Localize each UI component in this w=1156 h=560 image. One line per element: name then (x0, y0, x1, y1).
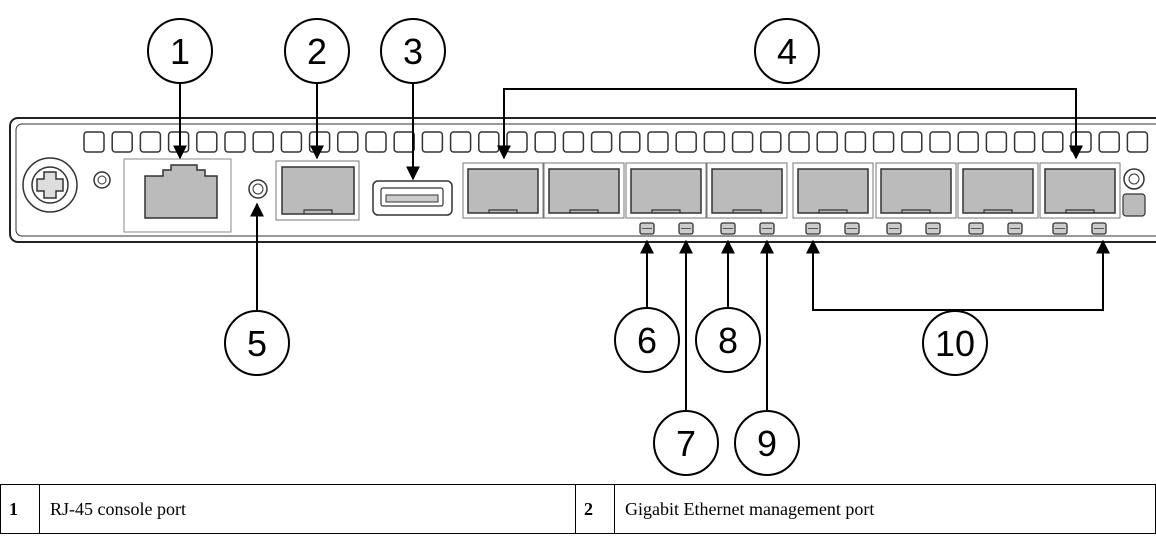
sfp-port (1039, 162, 1121, 219)
sfp-port (875, 162, 957, 219)
usb-port (372, 180, 453, 216)
vent-slot (957, 131, 979, 153)
svg-text:6: 6 (637, 320, 657, 361)
callout-2: 2 (284, 18, 350, 84)
vent-slot (872, 131, 895, 153)
indicator-circle (93, 171, 111, 189)
svg-text:8: 8 (718, 320, 738, 361)
vent-slot (280, 131, 303, 153)
vent-slot (619, 131, 641, 153)
callout-1: 1 (147, 18, 213, 84)
sfp-port (792, 162, 874, 219)
vent-slot (196, 131, 218, 153)
vent-slot (167, 131, 190, 153)
vent-slot (647, 131, 669, 153)
legend-text-1: RJ-45 console port (39, 484, 576, 534)
vent-slot (731, 131, 754, 153)
sfp-port (462, 162, 544, 219)
mounting-screw-icon (22, 157, 78, 213)
callout-3: 3 (380, 18, 446, 84)
vent-slot (337, 131, 359, 153)
vent-slot (506, 131, 528, 153)
callout-7: 7 (653, 410, 719, 476)
vent-slot (1013, 131, 1036, 153)
legend-text-2: Gigabit Ethernet management port (614, 484, 1156, 534)
vent-slot (703, 131, 726, 153)
vent-slot (760, 131, 782, 153)
legend-number-2: 2 (575, 484, 615, 534)
vent-slot (365, 131, 387, 153)
sfp-port (706, 162, 788, 219)
svg-text:9: 9 (757, 423, 777, 464)
legend-number-1: 1 (0, 484, 40, 534)
sfp-ports (462, 162, 1121, 219)
vent-slot (111, 131, 133, 153)
vent-slot (308, 131, 331, 153)
right-indicator-circle (1122, 168, 1146, 217)
svg-text:2: 2 (307, 31, 327, 72)
reset-button (248, 179, 268, 199)
svg-text:4: 4 (777, 31, 797, 72)
svg-text:1: 1 (170, 31, 190, 72)
rj45-console-port (123, 158, 232, 233)
vent-slot (83, 131, 105, 153)
sfp-port (625, 162, 707, 219)
legend-table: 1 RJ-45 console port 2 Gigabit Ethernet … (0, 484, 1156, 534)
front-panel-diagram: 1 2 3 4 5 6 7 8 9 10 (9, 18, 1156, 476)
sfp-port (957, 162, 1039, 219)
callout-4: 4 (754, 18, 820, 84)
vent-slot (1042, 131, 1064, 153)
vent-slot (449, 131, 472, 153)
sfp-port (543, 162, 625, 219)
management-port (275, 160, 360, 221)
svg-text:3: 3 (403, 31, 423, 72)
vent-slot (393, 131, 415, 153)
vent-slot (421, 131, 444, 153)
vent-slot (929, 131, 951, 153)
vent-slot (844, 131, 867, 153)
svg-text:5: 5 (247, 323, 267, 364)
callout-10: 10 (922, 310, 988, 376)
legend-row: 1 RJ-45 console port 2 Gigabit Ethernet … (0, 484, 1156, 534)
vent-slot (816, 131, 838, 153)
vent-slot (1070, 131, 1092, 153)
vent-slot (534, 131, 556, 153)
vent-slot (139, 131, 162, 153)
callout-5: 5 (224, 310, 290, 376)
svg-text:10: 10 (935, 323, 975, 364)
vent-slot (1098, 131, 1120, 153)
vent-slot (590, 131, 613, 153)
vent-slot (224, 131, 246, 153)
vent-slot (478, 131, 500, 153)
vent-slot (788, 131, 810, 153)
vent-slot (675, 131, 697, 153)
vent-slot (901, 131, 923, 153)
vent-slot (1126, 131, 1149, 153)
vent-slot (562, 131, 585, 153)
callout-6: 6 (614, 307, 680, 373)
callout-leaders (173, 84, 1110, 410)
callout-9: 9 (734, 410, 800, 476)
vent-slot (985, 131, 1008, 153)
svg-text:7: 7 (676, 423, 696, 464)
callout-8: 8 (695, 307, 761, 373)
vent-slot (252, 131, 274, 153)
port-leds (639, 222, 1107, 235)
